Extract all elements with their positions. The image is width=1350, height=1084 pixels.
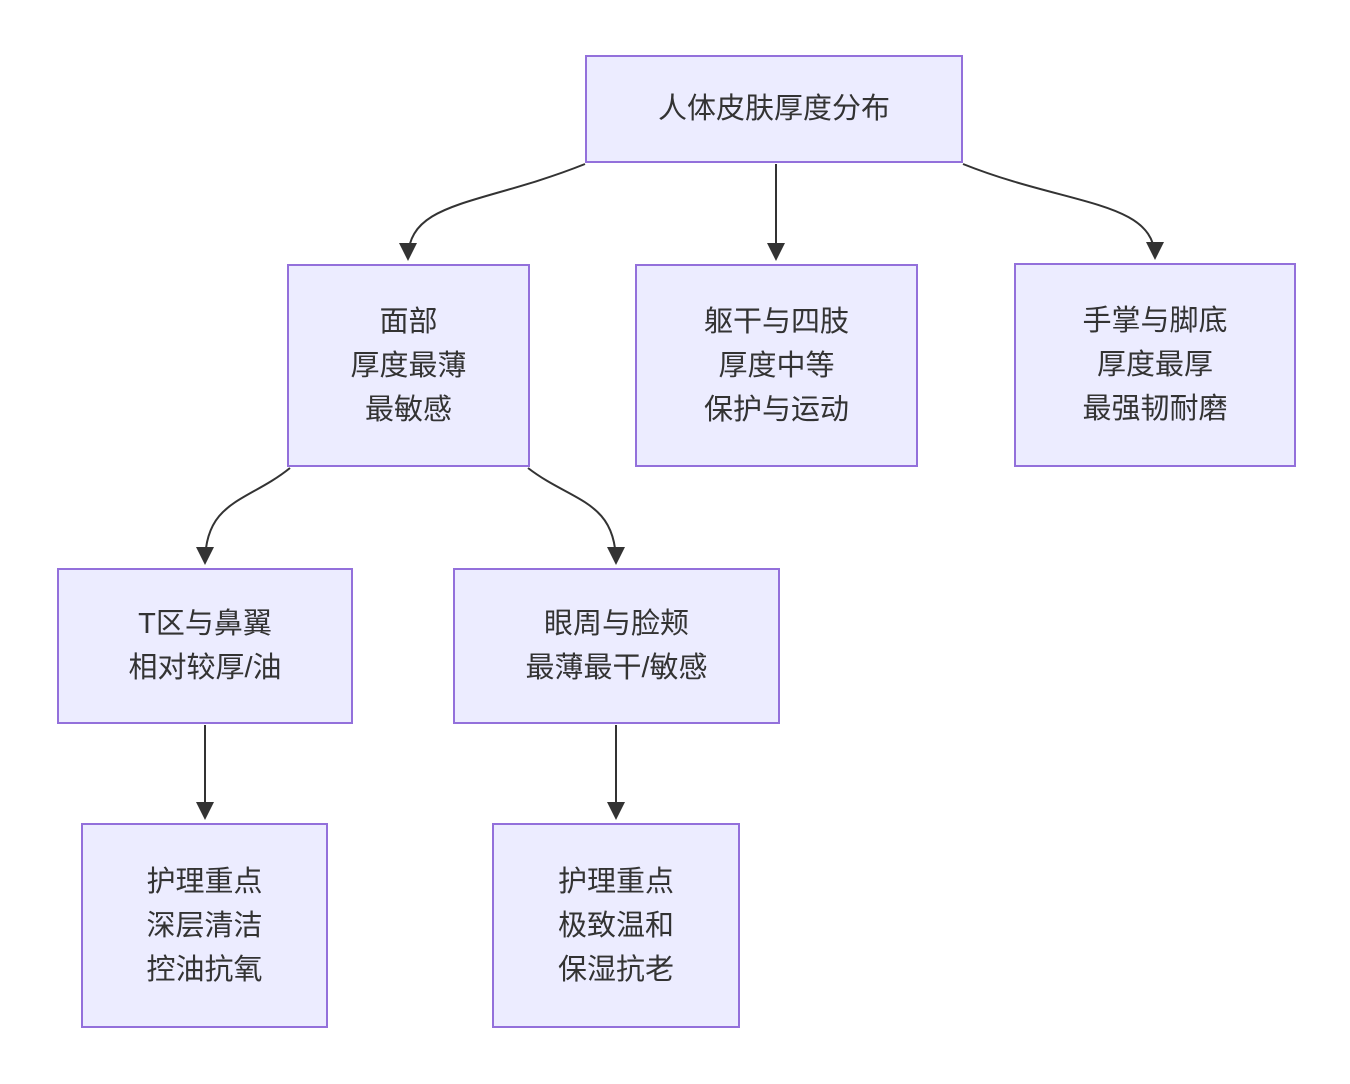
node-label: 手掌与脚底 — [1082, 305, 1228, 337]
edge-face-eye — [527, 467, 625, 565]
edge-root-palm — [962, 163, 1164, 260]
node-label: 护理重点 — [146, 865, 263, 898]
node-label: 极致温和 — [557, 909, 674, 942]
node-label: 保护与运动 — [703, 393, 849, 426]
node-label: 躯干与四肢 — [703, 305, 849, 338]
node-label: 厚度最厚 — [1096, 349, 1213, 381]
node-label: T区与鼻翼 — [138, 608, 272, 640]
node-face: 面部 厚度最薄 最敏感 — [287, 264, 530, 467]
node-label: 护理重点 — [557, 865, 674, 898]
node-eye-cheek: 眼周与脸颊 最薄最干/敏感 — [453, 568, 780, 724]
node-label: 最薄最干/敏感 — [525, 652, 708, 684]
node-label: 控油抗氧 — [146, 953, 263, 986]
node-palms-soles: 手掌与脚底 厚度最厚 最强韧耐磨 — [1014, 263, 1296, 467]
node-trunk-limbs: 躯干与四肢 厚度中等 保护与运动 — [635, 264, 918, 467]
node-label: 厚度最薄 — [350, 349, 467, 382]
node-label: 深层清洁 — [146, 909, 263, 942]
node-care-oil-control: 护理重点 深层清洁 控油抗氧 — [81, 823, 328, 1028]
node-label: 相对较厚/油 — [128, 652, 282, 684]
node-label: 最敏感 — [364, 393, 452, 426]
node-label: 保湿抗老 — [557, 953, 674, 986]
node-tzone-nose: T区与鼻翼 相对较厚/油 — [57, 568, 353, 724]
node-label: 最强韧耐磨 — [1082, 393, 1228, 425]
node-label: 眼周与脸颊 — [543, 608, 689, 640]
node-label: 面部 — [379, 305, 438, 338]
node-label: 厚度中等 — [718, 349, 835, 382]
node-label: 人体皮肤厚度分布 — [657, 93, 890, 125]
node-care-gentle-antiaging: 护理重点 极致温和 保湿抗老 — [492, 823, 740, 1028]
edge-face-tzone — [196, 467, 291, 565]
node-skin-thickness-root: 人体皮肤厚度分布 — [585, 55, 963, 163]
edge-root-face — [399, 163, 586, 261]
